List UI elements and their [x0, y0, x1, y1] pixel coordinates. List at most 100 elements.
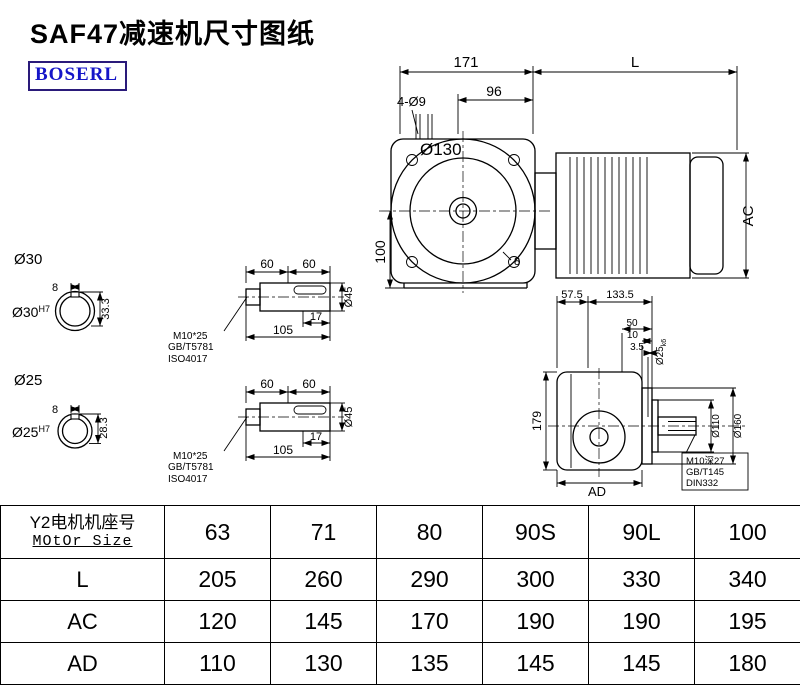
key-length-dim: 17	[310, 431, 322, 443]
dim-3-5: 3.5	[630, 342, 644, 353]
table-cell: 170	[377, 601, 483, 643]
table-row: AD 110 130 135 145 145 180	[1, 643, 800, 685]
keyway-slot	[294, 286, 326, 294]
gearbox-width-dim: 171	[453, 54, 478, 71]
key-width-dim: 8	[52, 282, 58, 294]
table-row: AC 120 145 170 190 190 195	[1, 601, 800, 643]
row-label: L	[1, 559, 165, 601]
standard-note-2: ISO4017	[168, 474, 208, 485]
bore-section-30: Ø30 8 33.3 Ø30H7	[12, 251, 112, 331]
segment2-dim: 60	[302, 377, 316, 391]
table-header-row: Y2电机机座号 MOtOr Size 63 71 80 90S 90L 100	[1, 506, 800, 559]
table-cell: 330	[589, 559, 695, 601]
total-length-dim: 105	[273, 443, 293, 457]
table-cell: 300	[483, 559, 589, 601]
table-cell: 145	[271, 601, 377, 643]
keyway-slot	[294, 406, 326, 414]
table-cell: 190	[483, 601, 589, 643]
column-header: 90L	[589, 506, 695, 559]
dimension-lines	[385, 66, 749, 288]
bolt-holes-label: 4-Ø9	[397, 94, 426, 109]
dim-57-5: 57.5	[561, 289, 582, 301]
dia-160-dim: Ø160	[733, 413, 744, 438]
dim-50: 50	[626, 318, 638, 329]
bolt-note: M10*25	[173, 451, 208, 462]
gearbox-front-outline	[379, 131, 551, 293]
bolt-note: M10*25	[173, 331, 208, 342]
shaft-dia-dim: Ø45	[343, 407, 355, 428]
ad-dim: AD	[588, 484, 606, 499]
keyway-slot	[71, 414, 79, 419]
shaft-dia-value: Ø25	[655, 346, 666, 365]
table-cell: 135	[377, 643, 483, 685]
column-header: 80	[377, 506, 483, 559]
table-cell: 180	[695, 643, 800, 685]
segment1-dim: 60	[260, 377, 274, 391]
shaft-detail-1: 60 60 17 105 Ø45 M10*25 GB/T5781 ISO4017	[168, 257, 355, 365]
height-179-dim: 179	[530, 411, 544, 431]
bore-dia-value: Ø25	[12, 424, 39, 440]
row-label: AD	[1, 643, 165, 685]
shaft-dia-dim: Ø45	[343, 287, 355, 308]
motor-size-header-label: Y2电机机座号 MOtOr Size	[1, 506, 165, 559]
dimension-table: Y2电机机座号 MOtOr Size 63 71 80 90S 90L 100 …	[0, 505, 800, 685]
segment2-dim: 60	[302, 257, 316, 271]
table-cell: 205	[165, 559, 271, 601]
bore-dia-label: Ø25	[14, 372, 42, 389]
table-cell: 145	[589, 643, 695, 685]
tap-note-1: M10深27	[686, 456, 725, 467]
bore-dia-value: Ø30	[12, 304, 39, 320]
table-cell: 195	[695, 601, 800, 643]
table-cell: 130	[271, 643, 377, 685]
keyway-slot	[71, 292, 79, 297]
table-cell: 145	[483, 643, 589, 685]
shaft-tol-value: k6	[661, 339, 668, 347]
column-header: 63	[165, 506, 271, 559]
segment1-dim: 60	[260, 257, 274, 271]
dim-133-5: 133.5	[606, 289, 634, 301]
bore-tol-value: H7	[38, 304, 50, 314]
shaft-detail-2: 60 60 17 105 Ø45 M10*25 GB/T5781 ISO4017	[168, 377, 355, 485]
bore-tol-value: H7	[38, 424, 50, 434]
total-length-dim: 105	[273, 323, 293, 337]
front-view: 171 L 96 4-Ø9 Ø130 100 AC 8	[372, 54, 757, 293]
flange-offset-dim: 96	[486, 83, 502, 99]
key-height-dim: 28.3	[98, 417, 110, 438]
column-header: 100	[695, 506, 800, 559]
table-cell: 340	[695, 559, 800, 601]
motor-ac-dim: AC	[740, 205, 757, 226]
table-cell: 290	[377, 559, 483, 601]
header-line2: MOtOr Size	[1, 533, 164, 552]
dim-10: 10	[627, 330, 639, 341]
bore-tolerance-label: Ø25H7	[12, 424, 50, 440]
header-line1: Y2电机机座号	[1, 512, 164, 533]
key-width-dim: 8	[52, 404, 58, 416]
bore-tolerance-label: Ø30H7	[12, 304, 50, 320]
table-row: L 205 260 290 300 330 340	[1, 559, 800, 601]
key-length-dim: 17	[310, 311, 322, 323]
center-height-dim: 100	[372, 240, 388, 264]
bore-dia-label: Ø30	[14, 251, 42, 268]
column-header: 90S	[483, 506, 589, 559]
table-cell: 110	[165, 643, 271, 685]
standard-note-1: GB/T5781	[168, 342, 214, 353]
motor-outline	[535, 153, 723, 278]
standard-note-2: ISO4017	[168, 354, 208, 365]
tap-note-2: GB/T145	[686, 467, 724, 478]
front-key-width-dim: 8	[514, 256, 520, 268]
motor-length-dim: L	[631, 54, 639, 71]
dia-110-dim: Ø110	[711, 414, 722, 438]
table-cell: 190	[589, 601, 695, 643]
table-cell: 260	[271, 559, 377, 601]
flange-diameter-label: Ø130	[420, 140, 462, 159]
row-label: AC	[1, 601, 165, 643]
column-header: 71	[271, 506, 377, 559]
input-shaft-dia-label: Ø25k6	[655, 339, 668, 365]
technical-drawing: 171 L 96 4-Ø9 Ø130 100 AC 8 Ø30 8 33.3 Ø…	[0, 0, 800, 505]
table-cell: 120	[165, 601, 271, 643]
side-view: 57.5 133.5 50 10 3.5 Ø25k6 Ø110 Ø160	[530, 289, 748, 499]
key-height-dim: 33.3	[100, 298, 112, 319]
standard-note-1: GB/T5781	[168, 462, 214, 473]
tap-note-3: DIN332	[686, 478, 718, 489]
